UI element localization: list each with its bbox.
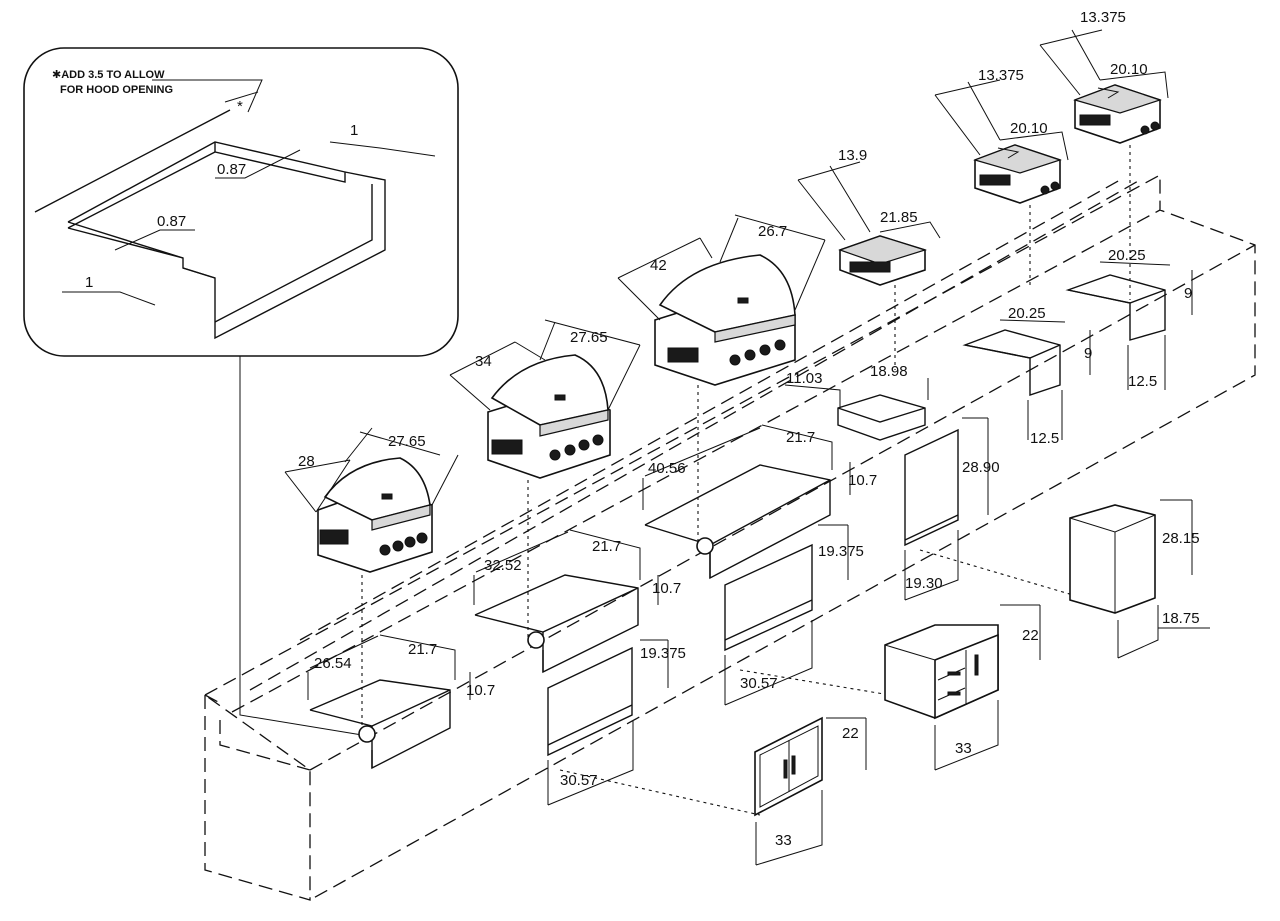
power-burner-2-depth: 20.10 — [1110, 61, 1148, 78]
side-burner-width: 13.9 — [838, 147, 867, 164]
inset-dim-087-a: 0.87 — [217, 161, 246, 178]
inset-note-line2: FOR HOOD OPENING — [60, 84, 173, 96]
pb-cutout-1: 20.25 9 12.5 — [962, 305, 1092, 447]
refrigerator: 28.15 18.75 — [1069, 499, 1210, 659]
pb-cutout-2-depth: 12.5 — [1128, 373, 1157, 390]
power-burner-2-width: 13.375 — [1080, 9, 1126, 26]
pb-cutout-1-width: 20.25 — [1008, 305, 1046, 322]
cutout-26-54-depth: 21.7 — [408, 641, 437, 658]
cutout-40-56-depth: 21.7 — [786, 429, 815, 446]
side-burner-depth: 21.85 — [880, 209, 918, 226]
power-burner-1-depth: 20.10 — [1010, 120, 1048, 137]
island-outline — [204, 173, 1256, 901]
double-door-width: 33 — [775, 832, 792, 849]
grill-28-width: 28 — [298, 453, 315, 470]
fridge-cutout: 28.90 19.30 — [904, 417, 1091, 601]
inset-asterisk: * — [237, 98, 243, 115]
door-cutout-2: 19.375 30.57 — [724, 524, 891, 706]
drawer-combo-width: 33 — [955, 740, 972, 757]
fridge-cutout-width: 19.30 — [905, 575, 943, 592]
fridge-cutout-height: 28.90 — [962, 459, 1000, 476]
grill-42-width: 42 — [650, 257, 667, 274]
cutout-32-52: 32.52 21.7 10.7 — [473, 529, 681, 674]
inset-dim-top-1: 1 — [350, 122, 358, 139]
burner-cutout: 11.03 18.98 — [784, 363, 929, 441]
cutout-32-52-height: 10.7 — [652, 580, 681, 597]
cutout-40-56-width: 40.56 — [648, 460, 686, 477]
door-cutout-1-width: 30.57 — [560, 772, 598, 789]
burner-cutout-width: 11.03 — [786, 370, 822, 387]
side-burner: 13.9 21.85 — [797, 147, 941, 370]
pb-cutout-2: 20.25 9 12.5 — [1065, 247, 1193, 390]
fridge-height: 28.15 — [1162, 530, 1200, 547]
cutout-26-54-height: 10.7 — [466, 682, 495, 699]
power-burner-1-width: 13.375 — [978, 67, 1024, 84]
pb-cutout-2-width: 20.25 — [1108, 247, 1146, 264]
double-door: 22 33 — [754, 716, 867, 866]
drawer-combo: 22 33 — [884, 604, 1041, 771]
grill-42-depth: 26.7 — [758, 223, 787, 240]
inset-detail: ✱ADD 3.5 TO ALLOW FOR HOOD OPENING * 1 0… — [23, 47, 459, 736]
power-burner-2: 13.375 20.10 — [1039, 9, 1169, 300]
inset-dim-bottom-1: 1 — [85, 274, 93, 291]
cutout-26-54: 26.54 21.7 10.7 — [307, 634, 495, 770]
inset-dim-087-b: 0.87 — [157, 213, 186, 230]
cutout-40-56-height: 10.7 — [848, 472, 877, 489]
door-cutout-2-width: 30.57 — [740, 675, 778, 692]
grill-34-depth: 27.65 — [570, 329, 608, 346]
cutout-32-52-depth: 21.7 — [592, 538, 621, 555]
cutout-26-54-width: 26.54 — [314, 655, 352, 672]
door-cutout-1: 19.375 30.57 — [547, 639, 761, 816]
pb-cutout-1-height: 9 — [1084, 345, 1092, 362]
cutout-40-56: 40.56 21.7 10.7 — [642, 424, 877, 580]
inset-note-line1: ✱ADD 3.5 TO ALLOW — [52, 69, 165, 81]
burner-cutout-depth: 18.98 — [870, 363, 908, 380]
grill-34: 34 27.65 — [449, 319, 641, 640]
pb-cutout-2-height: 9 — [1184, 285, 1192, 302]
grill-28-depth: 27.65 — [388, 433, 426, 450]
double-door-height: 22 — [842, 725, 859, 742]
pb-cutout-1-depth: 12.5 — [1030, 430, 1059, 447]
door-cutout-2-height: 19.375 — [818, 543, 864, 560]
fridge-width: 18.75 — [1162, 610, 1200, 627]
power-burner-1: 13.375 20.10 — [934, 67, 1069, 285]
door-cutout-1-height: 19.375 — [640, 645, 686, 662]
grill-28: 28 27.65 — [284, 427, 459, 730]
grill-34-width: 34 — [475, 353, 492, 370]
drawer-combo-height: 22 — [1022, 627, 1039, 644]
cutout-32-52-width: 32.52 — [484, 557, 522, 574]
grill-42: 42 26.7 — [617, 214, 826, 548]
